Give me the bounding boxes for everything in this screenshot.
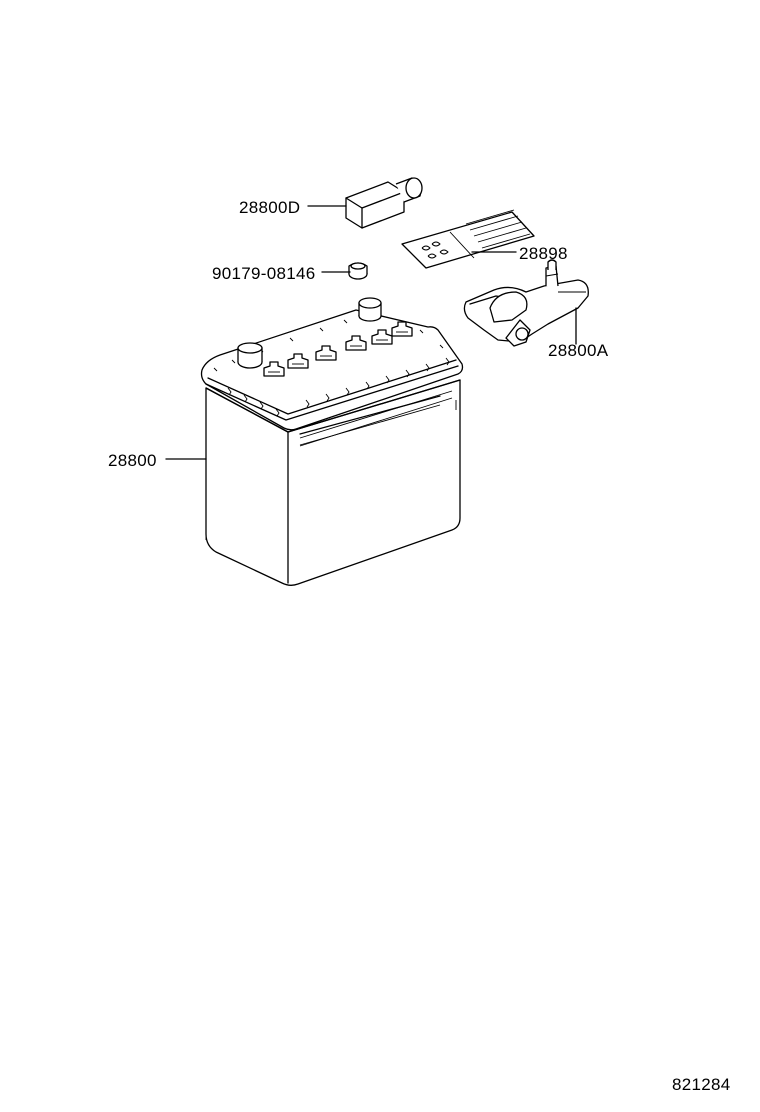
illustration-number: 821284 bbox=[672, 1075, 731, 1094]
leader-lines bbox=[165, 205, 577, 460]
vent-caps bbox=[263, 321, 413, 377]
battery-drawing bbox=[200, 297, 464, 586]
bolt-drawing bbox=[348, 262, 368, 280]
callout-battery: 28800 bbox=[108, 451, 157, 470]
plug-drawing bbox=[345, 177, 423, 229]
callout-terminal-clamp: 28800A bbox=[548, 341, 609, 360]
callout-plug: 28800D bbox=[239, 198, 300, 217]
battery-terminal-left bbox=[237, 342, 263, 369]
callout-bolt: 90179-08146 bbox=[212, 264, 316, 283]
terminal-clamp-drawing bbox=[463, 259, 589, 347]
callout-caution-label: 28898 bbox=[519, 244, 568, 263]
battery-terminal-right bbox=[358, 297, 382, 322]
caution-label-drawing bbox=[401, 209, 535, 269]
